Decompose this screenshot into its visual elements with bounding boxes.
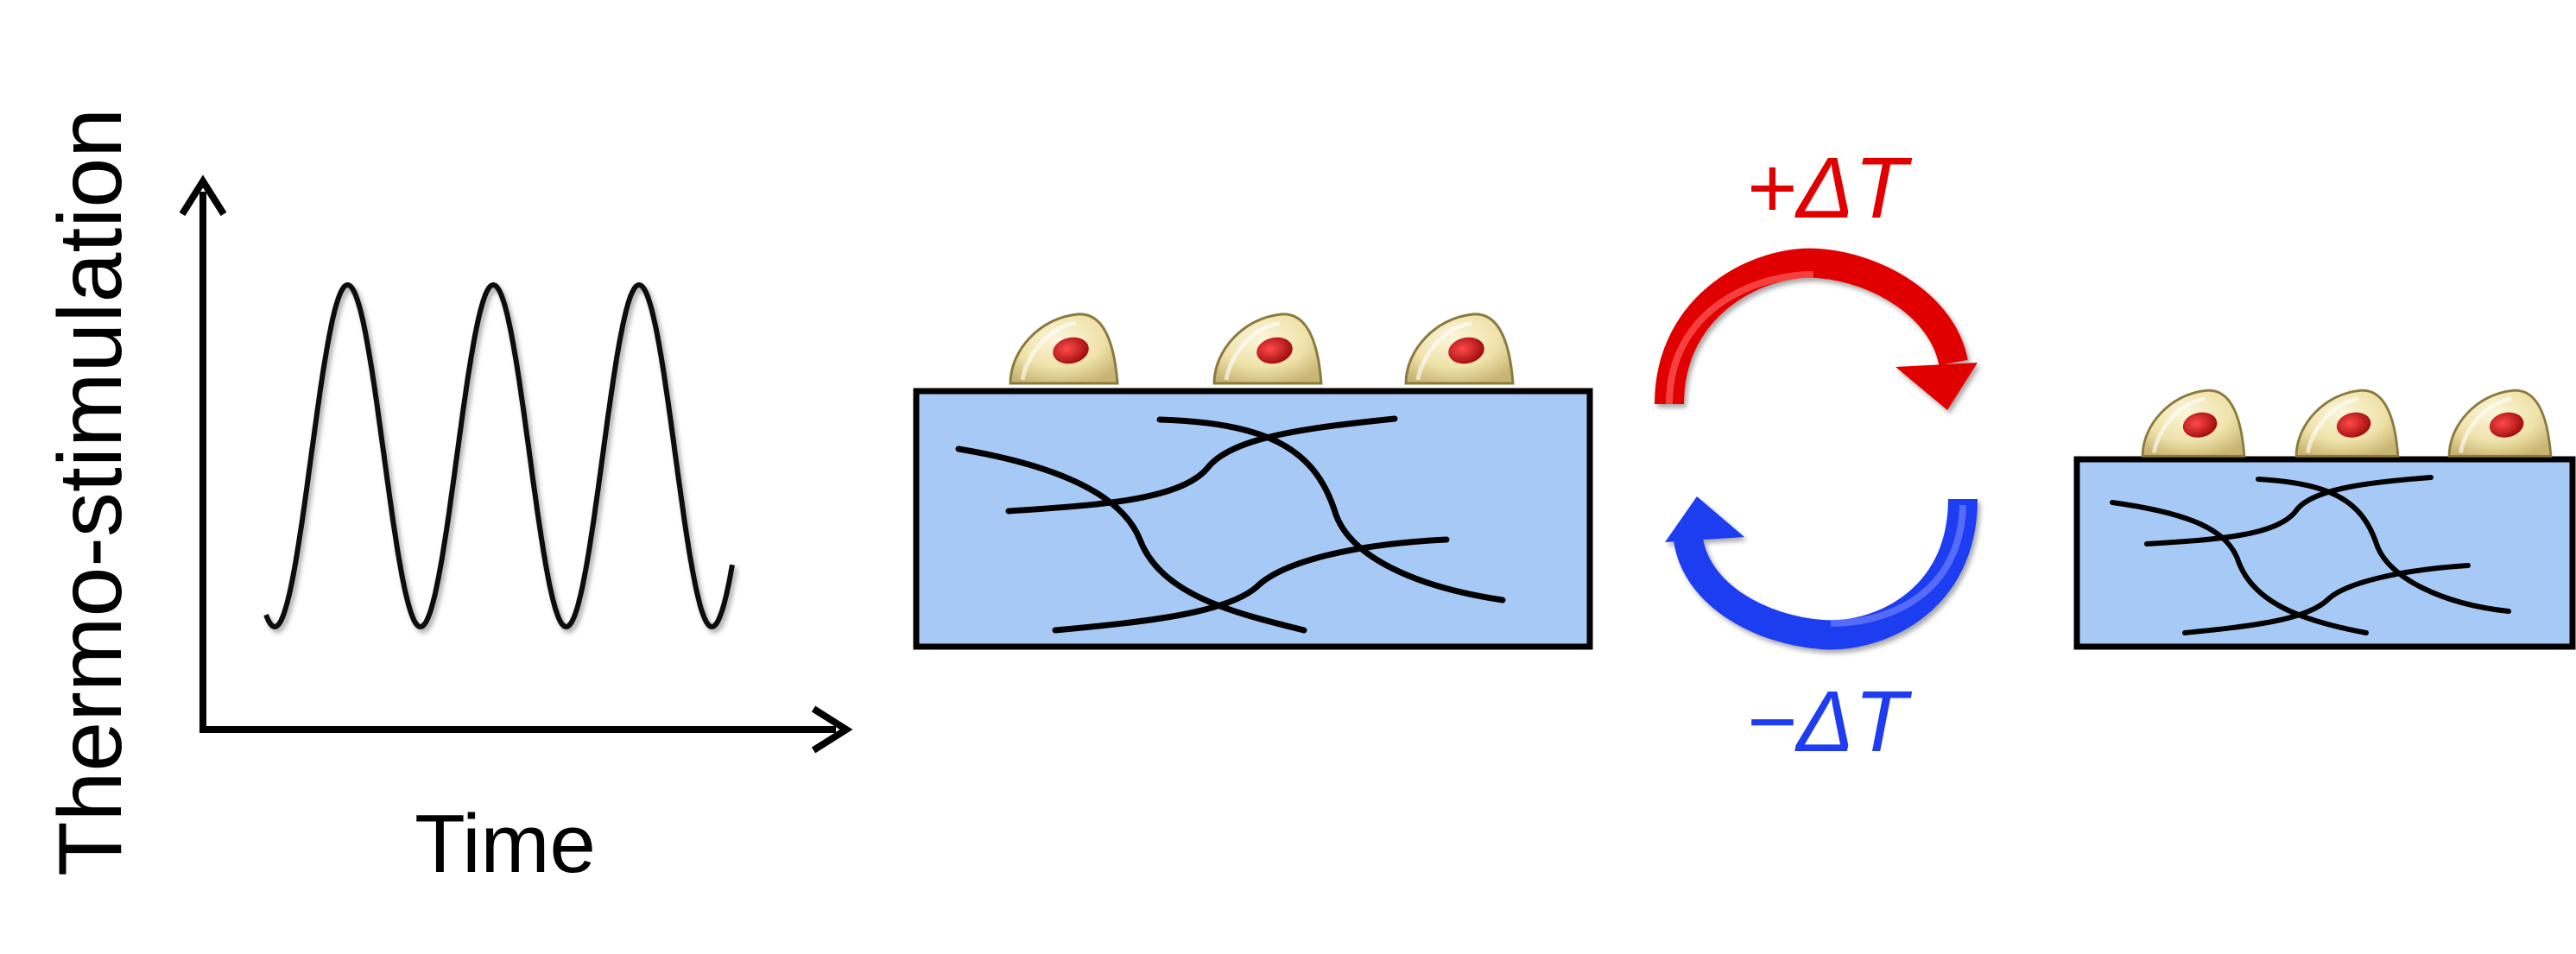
stimulation-plot: Thermo-stimulation Time [41,108,853,890]
cell-icon [2296,390,2398,456]
cell-icon [1214,314,1321,383]
cool-label: −ΔT [1746,673,1912,770]
polymer-network [955,415,1506,634]
heat-arrow-icon [1655,248,1978,410]
heat-label: +ΔT [1746,140,1912,237]
cool-arrow-icon [1665,496,1978,650]
cell-icon [2449,390,2551,456]
y-axis-arrowhead [179,174,227,217]
y-axis-label: Thermo-stimulation [41,108,141,876]
cell-icon [1010,314,1117,383]
temperature-cycle: +ΔT −ΔT [1655,140,1978,770]
sine-wave [263,281,735,629]
cell-icon [2142,390,2244,456]
cell-icon [1406,314,1513,383]
hydrogel-block [2073,456,2576,650]
hydrogel-contracted [2073,390,2576,650]
x-axis-arrowhead [811,705,853,754]
x-axis-label: Time [415,798,596,890]
hydrogel-expanded [913,314,1593,650]
polymer-network [2110,475,2511,635]
